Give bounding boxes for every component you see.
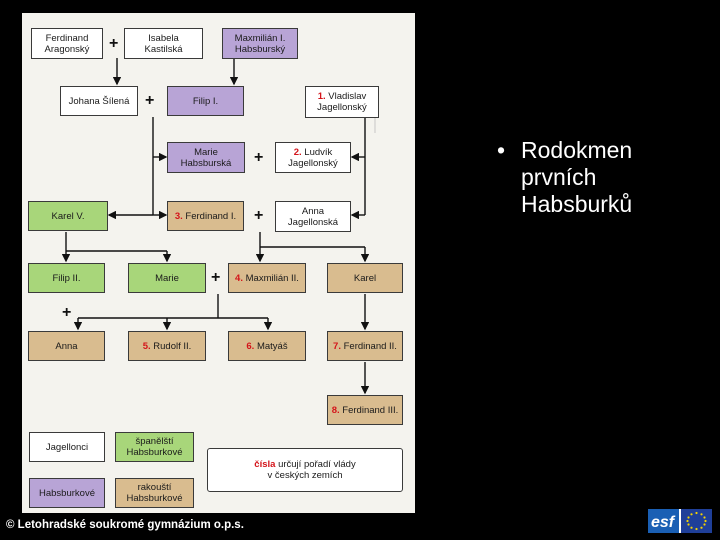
legend-jagellonci: Jagellonci: [29, 432, 105, 462]
reign-number: 4.: [235, 272, 243, 284]
plus-sign: +: [109, 35, 119, 52]
footer-copyright: © Letohradské soukromé gymnázium o.p.s.: [6, 519, 244, 531]
node-label: Matyáš: [254, 340, 288, 352]
node-ludvik-jagellonsky: 2. Ludvík Jagellonský: [275, 142, 351, 173]
node-ferdinand-ii: 7. Ferdinand II.: [327, 331, 403, 361]
node-marie: Marie: [128, 263, 206, 293]
node-maxmilian-i: Maxmilián I. Habsburský: [222, 28, 298, 59]
reign-number: 1.: [317, 91, 326, 102]
node-label: Ferdinand I.: [182, 210, 237, 222]
reign-number: 7.: [333, 340, 341, 352]
node-matyas: 6. Matyáš: [228, 331, 306, 361]
node-filip-ii: Filip II.: [28, 263, 105, 293]
legend-note-text: určují pořadí vlády v českých zemích: [267, 459, 356, 481]
plus-sign: +: [62, 304, 72, 321]
esf-logo: esf: [648, 509, 712, 533]
node-label: Vladislav Jagellonský: [317, 91, 367, 113]
family-tree-image: Ferdinand Aragonský + Isabela Kastilská …: [22, 13, 415, 513]
plus-sign: +: [145, 92, 155, 109]
node-vladislav-jagellonsky: 1. Vladislav Jagellonský: [305, 86, 379, 118]
node-karel: Karel: [327, 263, 403, 293]
node-isabela-kastilska: Isabela Kastilská: [124, 28, 203, 59]
reign-number: 2.: [293, 146, 302, 158]
node-label: Ludvík Jagellonský: [288, 146, 338, 169]
node-ferdinand-aragonsky: Ferdinand Aragonský: [31, 28, 103, 59]
legend-note-bold: čísla: [254, 459, 276, 470]
legend-rakousti-habsburkove: rakouští Habsburkové: [115, 478, 194, 508]
tree-connector-lines: [61, 58, 376, 395]
node-label: Rudolf II.: [150, 340, 192, 352]
plus-sign: +: [211, 269, 221, 286]
node-johana-silena: Johana Šílená: [60, 86, 138, 116]
node-anna: Anna: [28, 331, 105, 361]
node-label: Maxmilián II.: [242, 272, 299, 284]
esf-logo-text: esf: [651, 514, 676, 531]
node-ferdinand-i: 3. Ferdinand I.: [167, 201, 244, 231]
reign-number: 5.: [142, 340, 151, 352]
node-rudolf-ii: 5. Rudolf II.: [128, 331, 206, 361]
esf-logo-graphic: esf: [648, 509, 712, 533]
plus-sign: +: [254, 149, 264, 166]
node-filip-i: Filip I.: [167, 86, 244, 116]
legend-note: čísla určují pořadí vlády v českých zemí…: [207, 448, 403, 492]
node-karel-v: Karel V.: [28, 201, 108, 231]
node-label: Ferdinand II.: [340, 340, 397, 352]
reign-number: 6.: [246, 340, 255, 352]
node-maxmilian-ii: 4. Maxmilián II.: [228, 263, 306, 293]
legend-spanelsti-habsburkove: španělští Habsburkové: [115, 432, 194, 462]
node-marie-habsburska: Marie Habsburská: [167, 142, 245, 173]
legend-habsburkove: Habsburkové: [29, 478, 105, 508]
node-ferdinand-iii: 8. Ferdinand III.: [327, 395, 403, 425]
node-anna-jagellonska: Anna Jagellonská: [275, 201, 351, 232]
reign-number: 3.: [174, 210, 183, 222]
plus-sign: +: [254, 207, 264, 224]
reign-number: 8.: [331, 404, 340, 416]
bullet-text: Rodokmen prvních Habsburků: [521, 137, 633, 217]
bullet-dot-icon: •: [497, 137, 506, 163]
node-label: Ferdinand III.: [339, 404, 399, 416]
